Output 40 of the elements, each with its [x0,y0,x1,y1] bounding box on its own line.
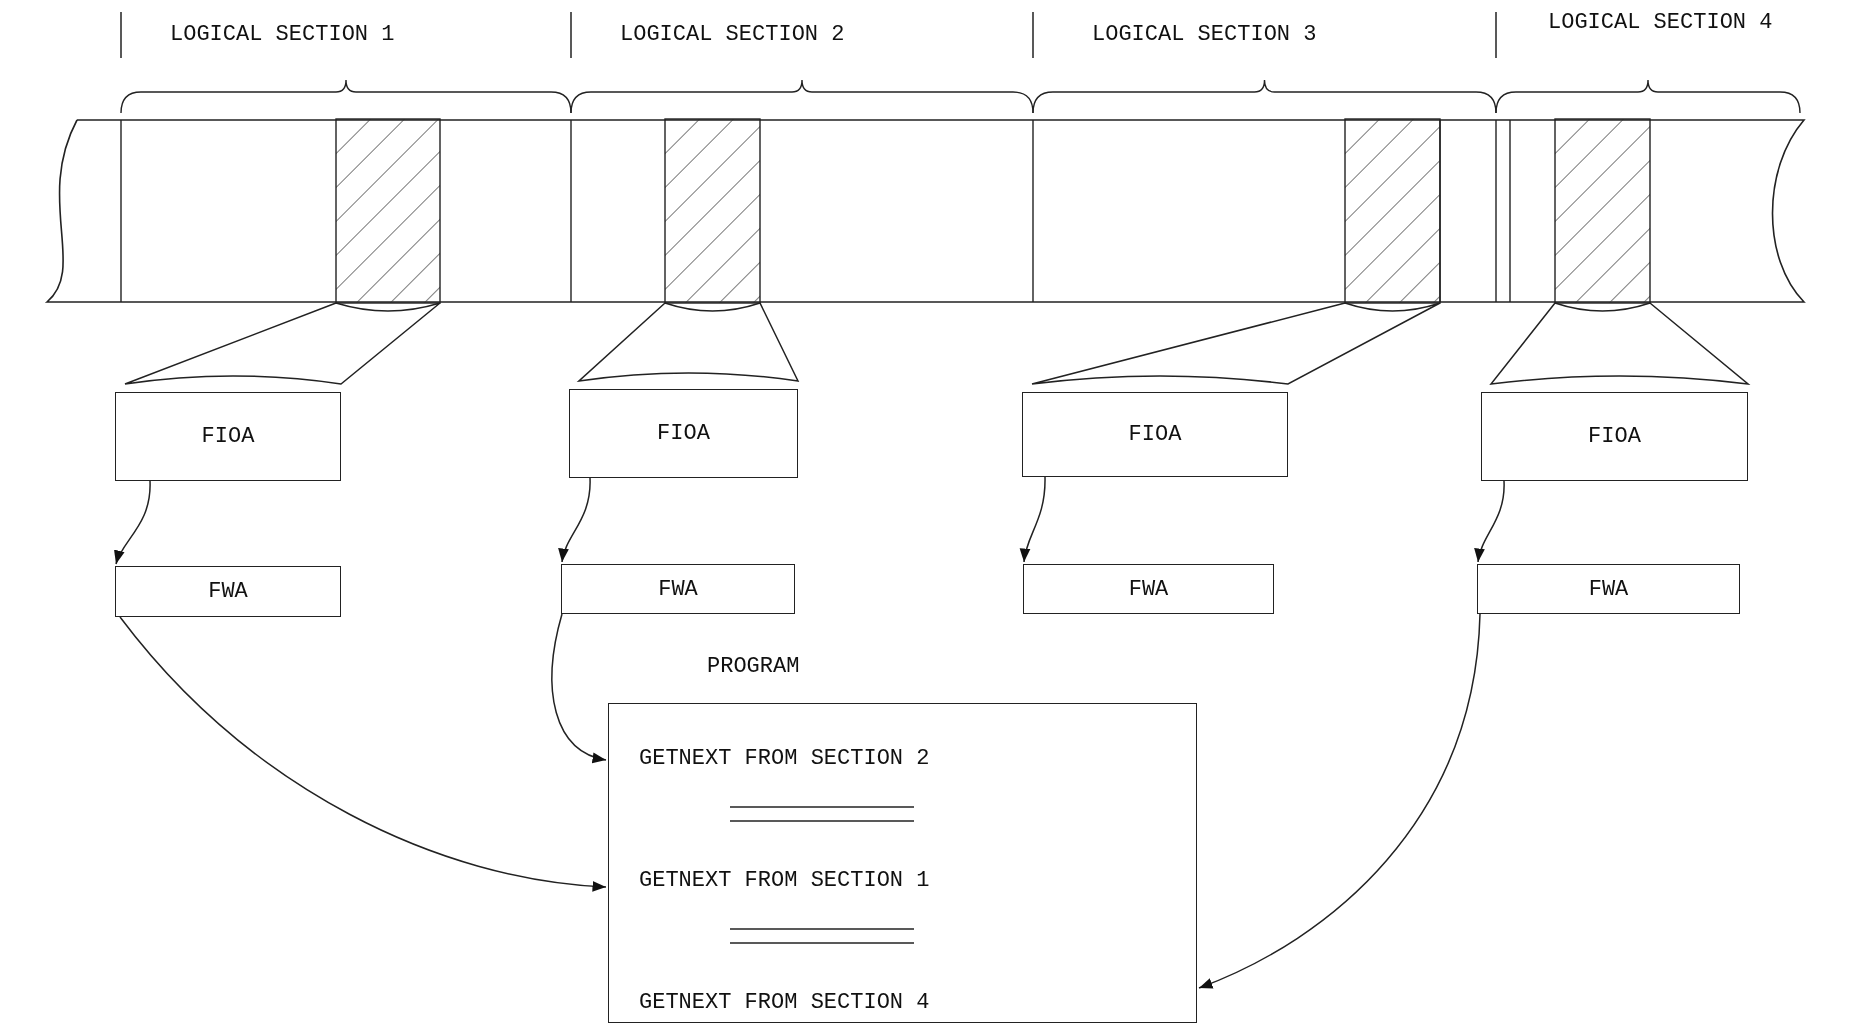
box-label: FWA [658,576,698,602]
leader-funnel [1031,302,1441,385]
buffer-box [1481,392,1748,481]
box-label: FIOA [201,424,255,449]
buffer-box [115,392,341,481]
box-label: FIOA [1588,424,1641,449]
hatched-record [1555,119,1650,303]
buffer-box [569,389,798,478]
work-area-box [115,566,341,617]
section-label: LOGICAL SECTION 4 [1548,10,1773,35]
code-line: GETNEXT FROM SECTION 4 [639,990,930,1015]
box-label: FIOA [1128,422,1182,447]
leader-funnel [578,302,799,382]
work-area-box [1477,564,1740,614]
leader-funnel [1490,302,1749,385]
leader-funnel [124,302,441,385]
arrow [1020,476,1046,563]
code-line: GETNEXT FROM SECTION 1 [639,868,930,893]
box-label: FWA [1588,576,1629,602]
hatched-record [1345,119,1440,303]
section-label: LOGICAL SECTION 3 [1092,22,1317,47]
arrow [1198,613,1481,989]
arrow [115,480,151,565]
hatched-record [336,119,440,303]
section-label: LOGICAL SECTION 1 [170,22,395,47]
box-label: FWA [208,579,248,604]
tape-strip [47,119,1804,303]
work-area-box [561,564,795,614]
arrow [551,613,607,762]
hatched-record [665,119,760,303]
arrow [559,477,591,563]
section-label: LOGICAL SECTION 2 [620,22,845,47]
arrow [119,616,607,892]
box-label: FWA [1128,576,1169,602]
buffer-box [1022,392,1288,477]
arrow [1475,480,1505,563]
code-line: GETNEXT FROM SECTION 2 [639,746,930,771]
work-area-box [1023,564,1274,614]
box-label: FIOA [657,421,710,446]
program-heading: PROGRAM [707,654,800,679]
